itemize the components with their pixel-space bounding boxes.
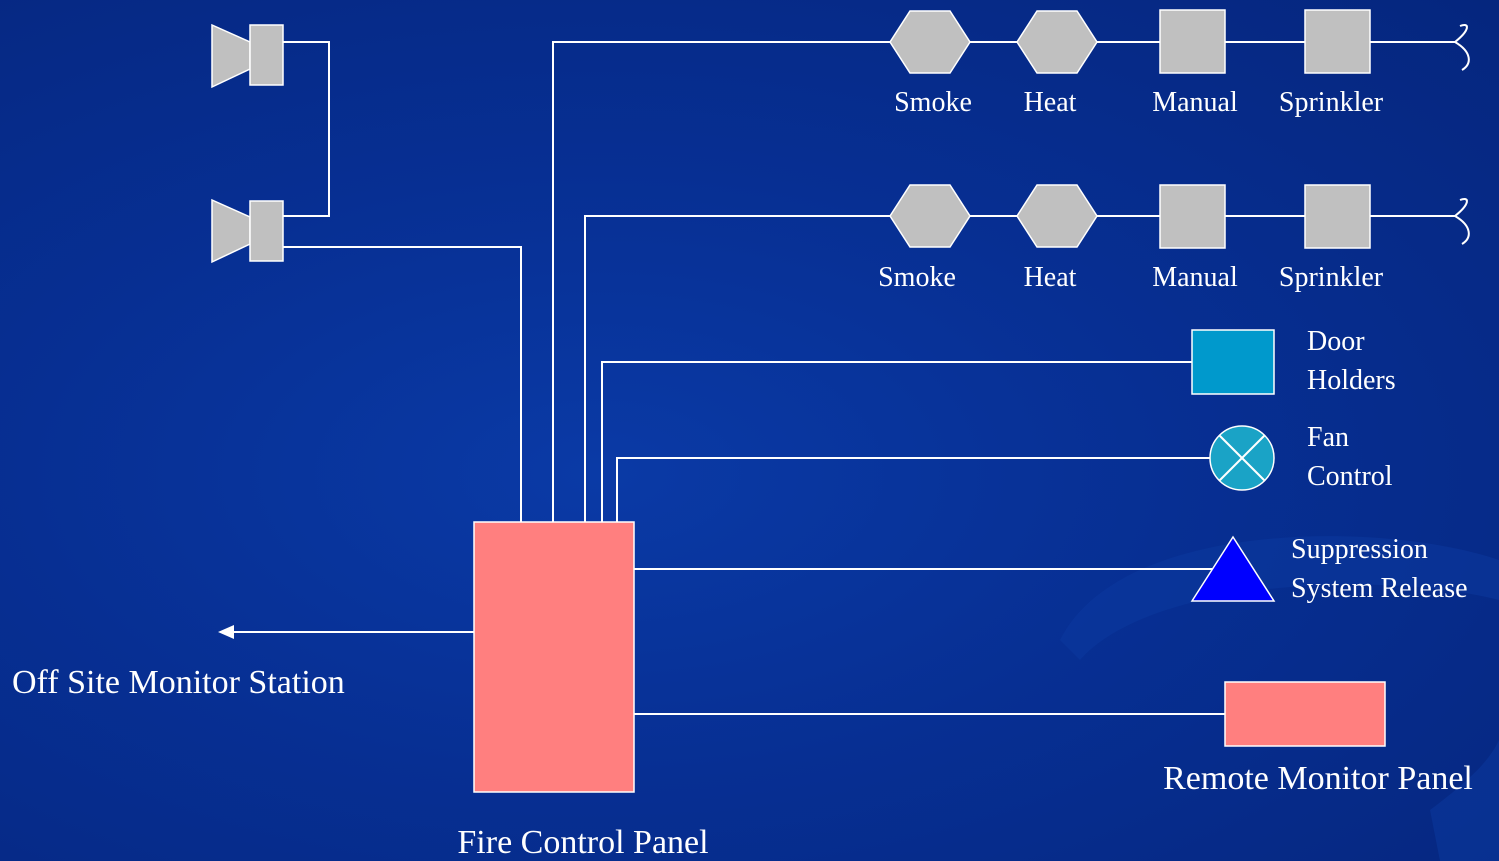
off-site-monitor-station-label: Off Site Monitor Station <box>12 664 345 701</box>
zone-1-manual-label: Manual <box>1152 87 1238 118</box>
horn-box-2 <box>249 200 284 262</box>
horn-icon-2 <box>211 198 251 264</box>
fan-control-wire <box>616 457 1210 522</box>
fan-control-icon <box>1209 425 1275 491</box>
horn-loop-wire <box>283 41 330 217</box>
door-holders-label-line1: Door <box>1307 326 1365 357</box>
zone-1-squiggle <box>1454 24 1470 71</box>
door-holders-icon <box>1191 329 1275 395</box>
off-site-arrow-head <box>218 625 234 639</box>
smoke-detector-2-icon <box>889 184 971 248</box>
zone-1-sprinkler-label: Sprinkler <box>1279 87 1384 118</box>
horn-feed-wire <box>283 246 522 522</box>
manual-pull-1-icon <box>1159 9 1226 74</box>
zone-1-wire <box>552 41 1455 522</box>
zone-2-smoke-label: Smoke <box>878 262 956 293</box>
remote-monitor-panel-label: Remote Monitor Panel <box>1163 760 1473 797</box>
remote-monitor-panel-box <box>1224 681 1386 747</box>
heat-detector-2-icon <box>1016 184 1098 248</box>
sprinkler-flow-1-icon <box>1304 9 1371 74</box>
smoke-detector-1-icon <box>889 10 971 74</box>
fan-control-label-line2: Control <box>1307 461 1393 492</box>
horn-icon-1 <box>211 23 251 89</box>
suppression-label-line2: System Release <box>1291 573 1468 604</box>
zone-2-manual-label: Manual <box>1152 262 1238 293</box>
zone-1-smoke-label: Smoke <box>894 87 972 118</box>
fire-control-panel-label: Fire Control Panel <box>457 824 708 861</box>
zone-2-squiggle <box>1454 198 1470 245</box>
horn-box-1 <box>249 24 284 86</box>
suppression-release-icon <box>1190 535 1276 602</box>
heat-detector-1-icon <box>1016 10 1098 74</box>
background-swoosh <box>1060 536 1499 660</box>
sprinkler-flow-2-icon <box>1304 184 1371 249</box>
zone-1-heat-label: Heat <box>1024 87 1077 118</box>
door-holders-wire <box>601 361 1192 522</box>
background-swoosh-lower <box>1430 740 1499 861</box>
manual-pull-2-icon <box>1159 184 1226 249</box>
suppression-label-line1: Suppression <box>1291 534 1428 565</box>
fan-control-label-line1: Fan <box>1307 422 1349 453</box>
door-holders-label-line2: Holders <box>1307 365 1396 396</box>
fire-control-panel-box <box>473 521 635 793</box>
zone-2-sprinkler-label: Sprinkler <box>1279 262 1384 293</box>
zone-2-heat-label: Heat <box>1024 262 1077 293</box>
